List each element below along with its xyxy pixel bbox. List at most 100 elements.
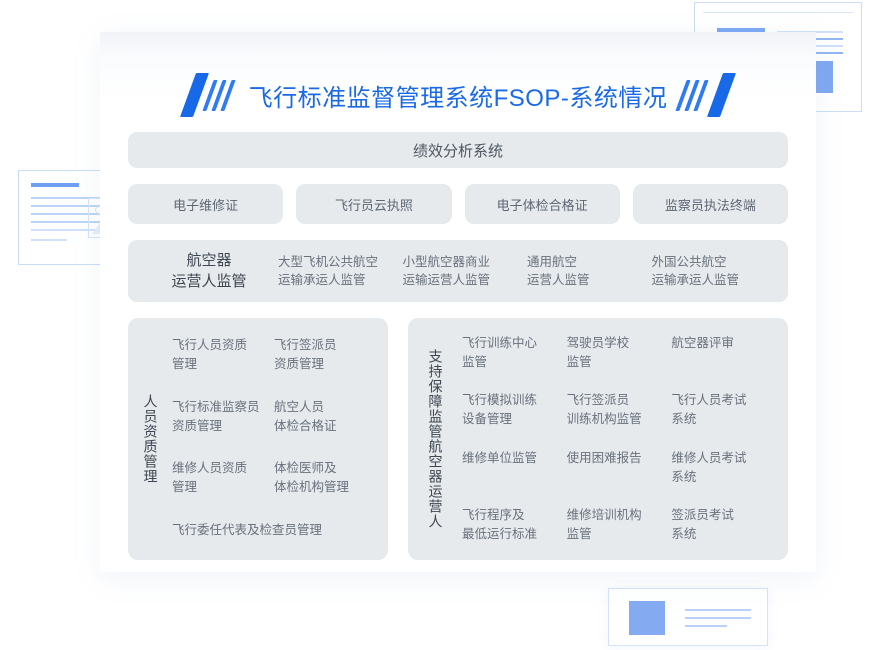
support-item-pilot-school[interactable]: 驾驶员学校 监管 bbox=[567, 334, 672, 372]
operator-item-large-aircraft[interactable]: 大型飞机公共航空 运输承运人监管 bbox=[268, 253, 393, 289]
operator-item-line1: 大型飞机公共航空 bbox=[278, 255, 379, 269]
row-operator-supervision: 航空器 运营人监管 大型飞机公共航空 运输承运人监管 小型航空器商业 运输运营人… bbox=[128, 240, 788, 302]
operator-item-line1: 外国公共航空 bbox=[651, 255, 727, 269]
support-panel-vertical-label-left: 支持保障监管 bbox=[427, 349, 444, 439]
staff-panel-row: 飞行人员资质 管理 飞行签派员 资质管理 bbox=[172, 336, 376, 374]
main-panel: 飞行标准监督管理系统FSOP-系统情况 绩效分析系统 电子维修证 飞行员云执照 … bbox=[100, 32, 816, 572]
item-line2: 系统 bbox=[671, 469, 697, 484]
item-line2: 资质管理 bbox=[172, 418, 223, 433]
item-line2: 监管 bbox=[462, 355, 488, 369]
cert-item-electronic-medical-certificate[interactable]: 电子体检合格证 bbox=[464, 184, 620, 224]
cert-item-label: 飞行员云执照 bbox=[334, 197, 413, 213]
support-item-maintenance-exam-system[interactable]: 维修人员考试 系统 bbox=[671, 449, 776, 487]
slash-decoration-left-icon bbox=[179, 73, 236, 117]
support-panel-row: 飞行模拟训练 设备管理 飞行签派员 训练机构监管 飞行人员考试 系统 bbox=[462, 391, 776, 429]
operator-item-line2: 运营人监管 bbox=[527, 273, 590, 287]
item-line1: 飞行签派员 bbox=[274, 338, 337, 352]
item-line1: 飞行委任代表及检查员管理 bbox=[172, 522, 323, 537]
item-line1: 维修人员资质 bbox=[172, 461, 248, 476]
item-line2: 监管 bbox=[566, 526, 592, 541]
title-row: 飞行标准监督管理系统FSOP-系统情况 bbox=[100, 68, 816, 122]
decorative-square bbox=[629, 601, 665, 635]
panel-support-supervision: 支持保障监管 航空器运营人 飞行训练中心 监管 驾驶员学校 监管 bbox=[408, 318, 788, 560]
operator-item-line1: 通用航空 bbox=[527, 255, 578, 269]
decorative-line bbox=[31, 221, 105, 223]
decorative-line bbox=[685, 617, 751, 619]
item-line1: 飞行模拟训练 bbox=[462, 393, 538, 408]
staff-panel-row: 飞行标准监察员 资质管理 航空人员 体检合格证 bbox=[172, 398, 376, 436]
operator-item-foreign-carrier[interactable]: 外国公共航空 运输承运人监管 bbox=[642, 253, 767, 289]
decorative-line bbox=[31, 213, 105, 215]
support-item-maintenance-org-supervision[interactable]: 维修单位监管 bbox=[462, 449, 567, 487]
decorative-line bbox=[777, 31, 843, 33]
support-panel-row: 飞行训练中心 监管 驾驶员学校 监管 航空器评审 bbox=[462, 334, 776, 372]
operator-item-small-aircraft[interactable]: 小型航空器商业 运输运营人监管 bbox=[393, 253, 518, 289]
item-line1: 飞行标准监察员 bbox=[172, 399, 260, 414]
support-panel-grid: 飞行训练中心 监管 驾驶员学校 监管 航空器评审 bbox=[462, 332, 788, 546]
support-panel-vertical-label-right: 航空器运营人 bbox=[427, 439, 444, 529]
item-line2: 最低运行标准 bbox=[462, 526, 538, 541]
staff-panel-row: 维修人员资质 管理 体检医师及 体检机构管理 bbox=[172, 459, 376, 497]
decorative-line bbox=[31, 229, 105, 231]
staff-item-aviation-medical-certificate[interactable]: 航空人员 体检合格证 bbox=[274, 398, 376, 436]
staff-item-flight-crew-qualification[interactable]: 飞行人员资质 管理 bbox=[172, 336, 274, 374]
operator-group-label: 航空器 运营人监管 bbox=[150, 250, 268, 292]
item-line1: 飞行人员考试 bbox=[671, 393, 747, 408]
operator-group-label-line2: 运营人监管 bbox=[171, 273, 247, 290]
decorative-card-bottom-right bbox=[608, 588, 768, 646]
staff-item-maintenance-qualification[interactable]: 维修人员资质 管理 bbox=[172, 459, 274, 497]
operator-items: 大型飞机公共航空 运输承运人监管 小型航空器商业 运输运营人监管 通用航空 运营… bbox=[268, 253, 766, 289]
item-line1: 维修人员考试 bbox=[671, 450, 747, 465]
item-line1: 驾驶员学校 bbox=[566, 336, 630, 350]
support-panel-row: 维修单位监管 使用困难报告 维修人员考试 系统 bbox=[462, 449, 776, 487]
panel-staff-qualification: 人员资质管理 飞行人员资质 管理 飞行签派员 资质管理 bbox=[128, 318, 388, 560]
staff-item-dispatcher-qualification[interactable]: 飞行签派员 资质管理 bbox=[274, 336, 376, 374]
staff-panel-row: 飞行委任代表及检查员管理 bbox=[172, 521, 376, 540]
staff-item-designated-representative-management[interactable]: 飞行委任代表及检查员管理 bbox=[172, 521, 376, 540]
support-panel-row: 飞行程序及 最低运行标准 维修培训机构 监管 签派员考试 系统 bbox=[462, 506, 776, 544]
cert-item-pilot-cloud-license[interactable]: 飞行员云执照 bbox=[296, 184, 452, 224]
cert-item-electronic-maintenance[interactable]: 电子维修证 bbox=[128, 184, 284, 224]
item-line1: 维修单位监管 bbox=[462, 450, 538, 465]
cert-item-label: 电子维修证 bbox=[173, 197, 239, 213]
decorative-line bbox=[31, 205, 105, 207]
operator-item-line2: 运输运营人监管 bbox=[402, 273, 491, 287]
architecture-content: 绩效分析系统 电子维修证 飞行员云执照 电子体检合格证 监察员执法终端 bbox=[128, 132, 788, 560]
cert-item-inspector-enforcement-terminal[interactable]: 监察员执法终端 bbox=[632, 184, 788, 224]
slash-decoration-right-icon bbox=[675, 73, 737, 117]
item-line1: 维修培训机构 bbox=[566, 507, 642, 522]
staff-panel-vertical-label: 人员资质管理 bbox=[142, 394, 159, 484]
support-item-flight-crew-exam-system[interactable]: 飞行人员考试 系统 bbox=[671, 391, 776, 429]
decorative-line bbox=[685, 609, 751, 611]
operator-item-line2: 运输承运人监管 bbox=[278, 273, 366, 287]
support-item-flight-simulator-equipment[interactable]: 飞行模拟训练 设备管理 bbox=[462, 391, 567, 429]
support-item-flight-training-center[interactable]: 飞行训练中心 监管 bbox=[462, 334, 567, 372]
support-item-service-difficulty-report[interactable]: 使用困难报告 bbox=[567, 449, 672, 487]
staff-item-inspector-qualification[interactable]: 飞行标准监察员 资质管理 bbox=[172, 398, 274, 436]
operator-item-general-aviation[interactable]: 通用航空 运营人监管 bbox=[517, 253, 642, 289]
support-item-aircraft-evaluation[interactable]: 航空器评审 bbox=[671, 334, 776, 372]
operator-group-label-line1: 航空器 bbox=[186, 252, 232, 269]
decorative-line bbox=[31, 197, 105, 199]
row-certificates: 电子维修证 飞行员云执照 电子体检合格证 监察员执法终端 bbox=[128, 184, 788, 224]
item-line2: 设备管理 bbox=[462, 412, 513, 427]
staff-item-medical-examiner-management[interactable]: 体检医师及 体检机构管理 bbox=[274, 459, 376, 497]
item-line2: 资质管理 bbox=[274, 357, 325, 371]
item-line1: 飞行训练中心 bbox=[462, 336, 538, 350]
item-line1: 飞行程序及 bbox=[462, 507, 525, 522]
row-panels: 人员资质管理 飞行人员资质 管理 飞行签派员 资质管理 bbox=[128, 318, 788, 560]
item-line1: 航空人员 bbox=[274, 399, 325, 414]
row-performance-analysis[interactable]: 绩效分析系统 bbox=[128, 132, 788, 168]
support-item-dispatcher-training-org[interactable]: 飞行签派员 训练机构监管 bbox=[567, 391, 672, 429]
item-line2: 系统 bbox=[671, 526, 697, 541]
support-item-flight-procedure-minimums[interactable]: 飞行程序及 最低运行标准 bbox=[462, 506, 567, 544]
support-item-dispatcher-exam-system[interactable]: 签派员考试 系统 bbox=[671, 506, 776, 544]
support-item-maintenance-training-org[interactable]: 维修培训机构 监管 bbox=[567, 506, 672, 544]
item-line2: 训练机构监管 bbox=[566, 412, 642, 427]
performance-analysis-label: 绩效分析系统 bbox=[412, 142, 503, 160]
cert-item-label: 监察员执法终端 bbox=[664, 197, 756, 213]
decorative-line bbox=[703, 12, 853, 13]
item-line2: 监管 bbox=[566, 355, 592, 369]
item-line2: 体检合格证 bbox=[274, 418, 337, 433]
